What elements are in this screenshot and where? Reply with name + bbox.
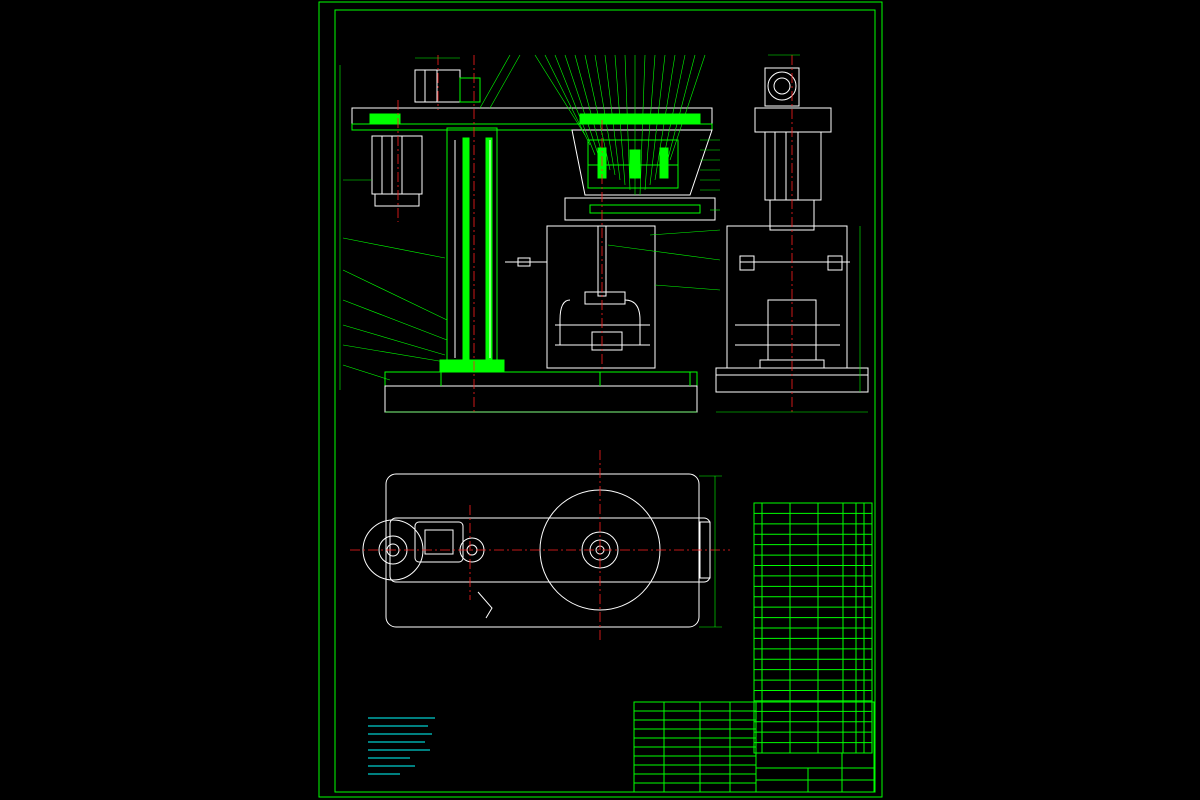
front-foundation [384, 385, 698, 413]
front-base-plate [384, 371, 698, 387]
outer-frame [318, 1, 883, 798]
plan-base-outline [385, 473, 700, 628]
side-elevation-view [715, 54, 869, 413]
parts-list-rows [754, 512, 872, 744]
column-foot [439, 359, 505, 373]
inner-frame [334, 9, 876, 793]
technical-notes [368, 717, 435, 775]
title-block-rows [634, 710, 756, 784]
mixing-tank [546, 225, 656, 369]
lower-arm [564, 197, 716, 221]
side-tank [726, 225, 848, 369]
plan-view [350, 450, 730, 640]
side-motor [764, 131, 822, 201]
gearbox [571, 129, 713, 196]
front-elevation-view [339, 54, 721, 413]
left-motor [371, 135, 423, 195]
